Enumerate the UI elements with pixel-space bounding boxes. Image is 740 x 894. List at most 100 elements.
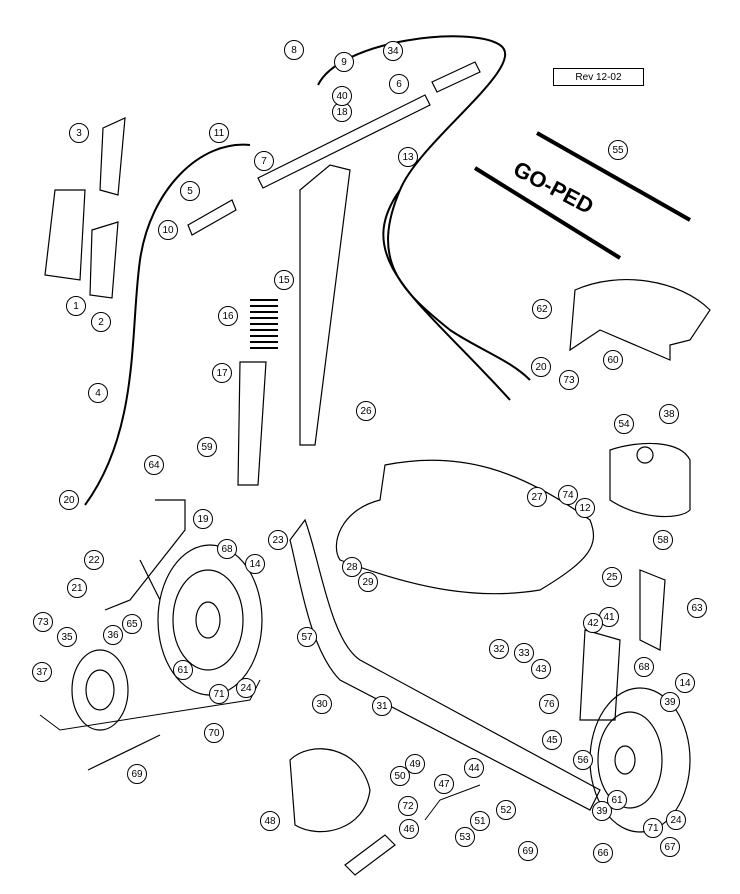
callout-19[interactable]: 19 bbox=[193, 509, 213, 529]
callout-52[interactable]: 52 bbox=[496, 800, 516, 820]
callout-21[interactable]: 21 bbox=[67, 578, 87, 598]
callout-29[interactable]: 29 bbox=[358, 572, 378, 592]
callout-59[interactable]: 59 bbox=[197, 437, 217, 457]
callout-57[interactable]: 57 bbox=[297, 627, 317, 647]
callout-63[interactable]: 63 bbox=[687, 598, 707, 618]
callout-14[interactable]: 14 bbox=[245, 554, 265, 574]
callout-32[interactable]: 32 bbox=[489, 639, 509, 659]
callout-64[interactable]: 64 bbox=[144, 455, 164, 475]
handlebar bbox=[257, 94, 431, 189]
decal-stripe-top bbox=[536, 131, 691, 222]
frame bbox=[289, 518, 601, 811]
callout-20[interactable]: 20 bbox=[59, 490, 79, 510]
callout-72[interactable]: 72 bbox=[398, 796, 418, 816]
callout-36[interactable]: 36 bbox=[103, 625, 123, 645]
callout-3[interactable]: 3 bbox=[69, 123, 89, 143]
callout-68[interactable]: 68 bbox=[217, 539, 237, 559]
callout-60[interactable]: 60 bbox=[603, 350, 623, 370]
callout-15[interactable]: 15 bbox=[274, 270, 294, 290]
brake-disc bbox=[71, 649, 129, 731]
callout-46[interactable]: 46 bbox=[399, 819, 419, 839]
callout-73[interactable]: 73 bbox=[33, 612, 53, 632]
callout-30[interactable]: 30 bbox=[312, 694, 332, 714]
callout-50[interactable]: 50 bbox=[390, 766, 410, 786]
grip-sleeve-3 bbox=[99, 117, 126, 196]
callout-40[interactable]: 40 bbox=[332, 86, 352, 106]
callout-71[interactable]: 71 bbox=[643, 818, 663, 838]
callout-8[interactable]: 8 bbox=[284, 40, 304, 60]
spring bbox=[250, 299, 278, 349]
callout-24[interactable]: 24 bbox=[666, 810, 686, 830]
callout-69[interactable]: 69 bbox=[127, 764, 147, 784]
callout-26[interactable]: 26 bbox=[356, 401, 376, 421]
callout-66[interactable]: 66 bbox=[593, 843, 613, 863]
callout-11[interactable]: 11 bbox=[209, 123, 229, 143]
callout-42[interactable]: 42 bbox=[583, 613, 603, 633]
bracket-63 bbox=[639, 569, 666, 651]
callout-33[interactable]: 33 bbox=[514, 643, 534, 663]
callout-39[interactable]: 39 bbox=[660, 692, 680, 712]
callout-55[interactable]: 55 bbox=[608, 140, 628, 160]
callout-23[interactable]: 23 bbox=[268, 530, 288, 550]
callout-14[interactable]: 14 bbox=[675, 673, 695, 693]
engine bbox=[289, 748, 371, 833]
callout-73[interactable]: 73 bbox=[559, 370, 579, 390]
callout-7[interactable]: 7 bbox=[254, 151, 274, 171]
grip-sleeve-1 bbox=[44, 189, 86, 281]
callout-51[interactable]: 51 bbox=[470, 811, 490, 831]
callout-10[interactable]: 10 bbox=[158, 220, 178, 240]
callout-62[interactable]: 62 bbox=[532, 299, 552, 319]
callout-12[interactable]: 12 bbox=[575, 498, 595, 518]
callout-47[interactable]: 47 bbox=[434, 774, 454, 794]
callout-34[interactable]: 34 bbox=[383, 41, 403, 61]
callout-31[interactable]: 31 bbox=[372, 696, 392, 716]
callout-17[interactable]: 17 bbox=[212, 363, 232, 383]
callout-76[interactable]: 76 bbox=[539, 694, 559, 714]
callout-74[interactable]: 74 bbox=[558, 485, 578, 505]
callout-44[interactable]: 44 bbox=[464, 758, 484, 778]
callout-27[interactable]: 27 bbox=[527, 487, 547, 507]
callout-61[interactable]: 61 bbox=[607, 790, 627, 810]
callout-45[interactable]: 45 bbox=[542, 730, 562, 750]
callout-43[interactable]: 43 bbox=[531, 659, 551, 679]
callout-24[interactable]: 24 bbox=[236, 678, 256, 698]
callout-39[interactable]: 39 bbox=[592, 801, 612, 821]
callout-70[interactable]: 70 bbox=[204, 723, 224, 743]
rear-fender bbox=[569, 279, 711, 361]
callout-28[interactable]: 28 bbox=[342, 557, 362, 577]
front-fork bbox=[104, 499, 186, 611]
deck bbox=[335, 459, 594, 595]
callout-13[interactable]: 13 bbox=[398, 147, 418, 167]
callout-53[interactable]: 53 bbox=[455, 827, 475, 847]
revision-label: Rev 12-02 bbox=[553, 68, 644, 86]
callout-61[interactable]: 61 bbox=[173, 660, 193, 680]
callout-6[interactable]: 6 bbox=[389, 74, 409, 94]
callout-67[interactable]: 67 bbox=[660, 837, 680, 857]
callout-65[interactable]: 65 bbox=[122, 614, 142, 634]
callout-54[interactable]: 54 bbox=[614, 414, 634, 434]
callout-49[interactable]: 49 bbox=[405, 754, 425, 774]
callout-4[interactable]: 4 bbox=[88, 383, 108, 403]
callout-2[interactable]: 2 bbox=[91, 312, 111, 332]
grip-right bbox=[431, 61, 481, 93]
callout-56[interactable]: 56 bbox=[573, 750, 593, 770]
grip-left bbox=[187, 199, 237, 236]
callout-35[interactable]: 35 bbox=[57, 627, 77, 647]
callout-58[interactable]: 58 bbox=[653, 530, 673, 550]
fuel-tank bbox=[609, 442, 691, 518]
callout-20[interactable]: 20 bbox=[531, 357, 551, 377]
callout-9[interactable]: 9 bbox=[334, 52, 354, 72]
callout-1[interactable]: 1 bbox=[66, 296, 86, 316]
callout-48[interactable]: 48 bbox=[260, 811, 280, 831]
callout-69[interactable]: 69 bbox=[518, 841, 538, 861]
callout-38[interactable]: 38 bbox=[659, 404, 679, 424]
callout-37[interactable]: 37 bbox=[32, 662, 52, 682]
callout-68[interactable]: 68 bbox=[634, 657, 654, 677]
callout-16[interactable]: 16 bbox=[218, 306, 238, 326]
brake-cable bbox=[84, 143, 251, 506]
callout-5[interactable]: 5 bbox=[180, 181, 200, 201]
callout-71[interactable]: 71 bbox=[209, 684, 229, 704]
callout-25[interactable]: 25 bbox=[602, 567, 622, 587]
exhaust-pipe bbox=[344, 834, 396, 876]
callout-22[interactable]: 22 bbox=[84, 550, 104, 570]
